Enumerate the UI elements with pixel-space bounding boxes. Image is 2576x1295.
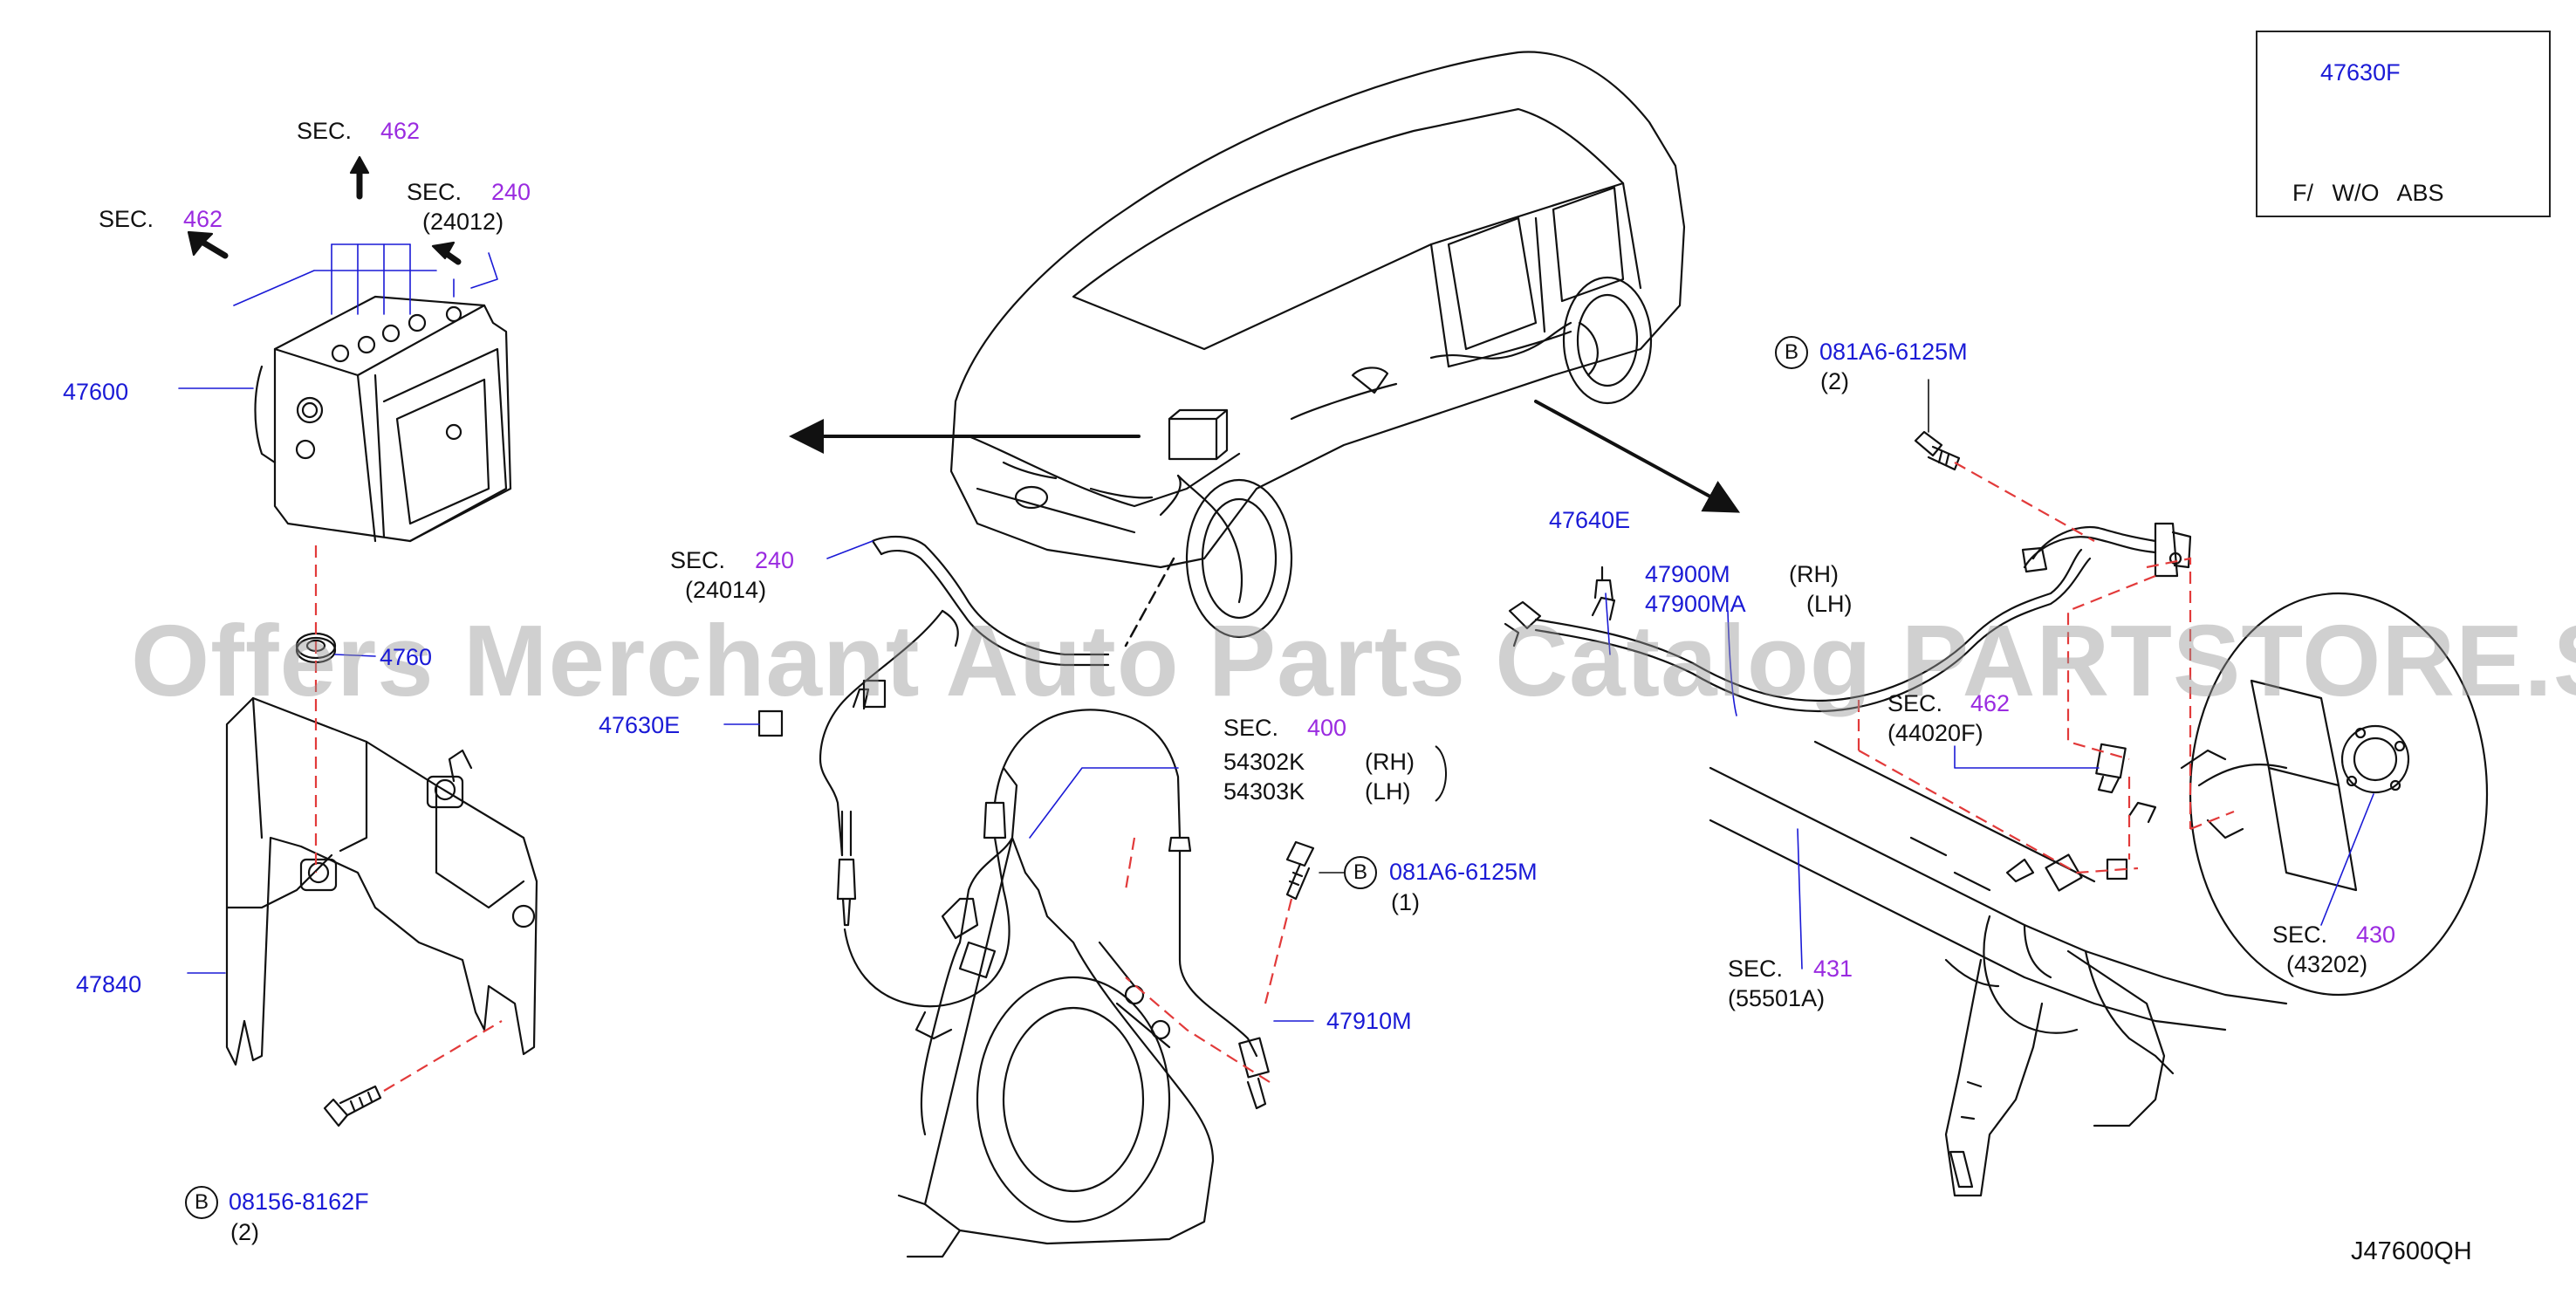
bolt-08156-drawing	[323, 1085, 382, 1127]
part-08156-qty: (2)	[230, 1219, 259, 1245]
diagram-code: J47600QH	[2351, 1237, 2472, 1265]
sec-240-mid-sub: (24014)	[685, 577, 767, 603]
part-081a6-6125m-mid[interactable]: 081A6-6125M	[1389, 859, 1538, 885]
part-4760[interactable]: 4760	[380, 644, 433, 670]
part-47630f[interactable]: 47630F	[2320, 59, 2401, 86]
part-47910m[interactable]: 47910M	[1326, 1008, 1412, 1034]
knuckle-drawing	[897, 766, 1215, 1258]
sec-462-left-prefix: SEC.	[99, 206, 154, 232]
watermark: Offers Merchant Auto Parts Catalog PARTS…	[131, 604, 2576, 717]
rear-harness-drawing	[1504, 522, 2192, 713]
part-081a6-top-qty: (2)	[1820, 368, 1849, 394]
bolt-081a6-top-drawing	[1914, 430, 1961, 471]
sec-431-link[interactable]: 431	[1813, 956, 1853, 982]
part-47630e[interactable]: 47630E	[599, 712, 681, 738]
sec-462-top-prefix: SEC.	[297, 118, 353, 144]
part-47900ma-side: (LH)	[1806, 591, 1853, 617]
part-08156-8162f[interactable]: 08156-8162F	[229, 1189, 369, 1215]
bolt-marker-b-081a6-mid: B	[1344, 856, 1377, 889]
bolt-marker-b-081a6-top: B	[1775, 336, 1808, 369]
sec-240-mid-prefix: SEC.	[670, 547, 726, 573]
sec-462-right-link[interactable]: 462	[1970, 690, 2011, 716]
assembly-dashed-lines	[314, 462, 2235, 1092]
vehicle-drawing	[949, 51, 1686, 639]
part-54303k[interactable]: 54303K	[1223, 778, 1305, 805]
part-54303k-side: (LH)	[1365, 778, 1411, 805]
sec-430-link[interactable]: 430	[2356, 922, 2396, 948]
part-47840[interactable]: 47840	[76, 971, 142, 997]
sec-240-top-prefix: SEC.	[407, 179, 462, 205]
bracket-drawing	[225, 696, 538, 1066]
sec-462-right-prefix: SEC.	[1887, 690, 1943, 716]
abs-leader-lines	[178, 243, 498, 389]
inset-without-abs: 47630F F/ W/O ABS	[2256, 31, 2551, 217]
sec-430-sub: (43202)	[2286, 951, 2368, 977]
sec-431-sub: (55501A)	[1728, 985, 1826, 1011]
abs-actuator-drawing	[254, 295, 512, 543]
sec-462-top-link[interactable]: 462	[380, 118, 421, 144]
front-harness-drawing	[757, 535, 1270, 1110]
part-47900ma[interactable]: 47900MA	[1645, 591, 1746, 617]
sec-462-left-link[interactable]: 462	[183, 206, 223, 232]
rear-axle-drawing	[1709, 592, 2489, 1197]
sec-240-top-sub: (24012)	[422, 209, 504, 235]
part-081a6-6125m-top[interactable]: 081A6-6125M	[1819, 339, 1968, 365]
inset-note: F/ W/O ABS	[2292, 180, 2444, 206]
part-47900m-side: (RH)	[1789, 561, 1839, 587]
sec-431-prefix: SEC.	[1728, 956, 1784, 982]
part-54302k[interactable]: 54302K	[1223, 749, 1305, 775]
part-47640e[interactable]: 47640E	[1549, 507, 1631, 533]
sec-240-top-link[interactable]: 240	[491, 179, 531, 205]
bolt-081a6-mid-drawing	[1285, 840, 1315, 901]
part-081a6-mid-qty: (1)	[1391, 889, 1420, 915]
bolt-marker-b-08156: B	[185, 1186, 218, 1219]
sec-240-mid-link[interactable]: 240	[755, 547, 795, 573]
sec-430-prefix: SEC.	[2272, 922, 2328, 948]
sec-400-link[interactable]: 400	[1307, 715, 1347, 741]
sec-462-right-sub: (44020F)	[1887, 720, 1983, 746]
part-47600[interactable]: 47600	[63, 379, 129, 405]
part-47900m[interactable]: 47900M	[1645, 561, 1730, 587]
sec-400-prefix: SEC.	[1223, 715, 1279, 741]
part-54302k-side: (RH)	[1365, 749, 1415, 775]
